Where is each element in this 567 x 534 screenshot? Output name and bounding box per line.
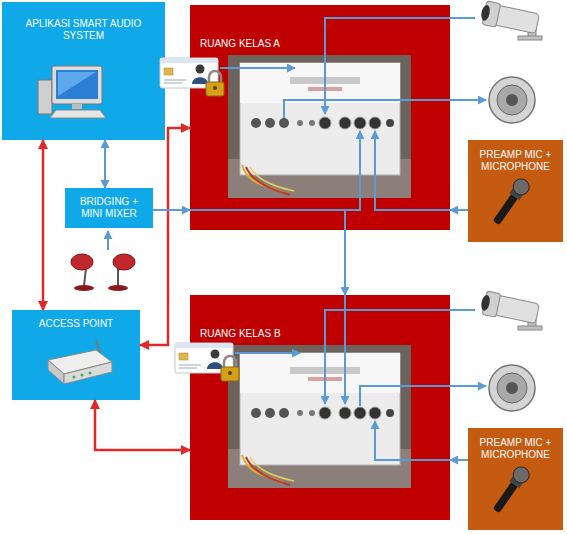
network-link [42,140,45,310]
network-link [140,128,190,345]
node-label: PREAMP MIC + MICROPHONE [470,149,561,173]
audio-link [104,140,106,188]
component-box: APLIKASI SMART AUDIO SYSTEM [2,2,165,140]
audio-link [450,209,468,211]
network-link [95,400,190,450]
node-label: APLIKASI SMART AUDIO SYSTEM [11,18,156,42]
node-label: BRIDGING + MINI MIXER [69,196,149,220]
component-box: BRIDGING + MINI MIXER [65,188,153,228]
node-label: RUANG KELAS B [200,328,320,340]
microphones-icon [71,254,135,291]
room-box: RUANG KELAS B [190,295,450,520]
component-box: PREAMP MIC + MICROPHONE [468,140,563,242]
room-box: RUANG KELAS A [190,5,450,230]
microphones-icon [71,254,93,270]
speaker-icon [489,77,535,123]
cctv-camera-icon [479,290,542,330]
node-label: ACCESS POINT [12,318,140,330]
microphones-icon [74,285,94,291]
microphones-icon [117,268,119,286]
microphones-icon [113,254,135,270]
component-box: PREAMP MIC + MICROPHONE [468,428,563,530]
microphones-icon [84,268,86,286]
component-box: ACCESS POINT [12,310,140,400]
cctv-camera-icon [479,0,542,40]
microphones-icon [108,285,128,291]
signal-wire [107,231,109,250]
node-label: RUANG KELAS A [200,38,320,50]
audio-link [450,459,468,461]
node-label: PREAMP MIC + MICROPHONE [470,437,561,461]
audio-link [153,209,190,211]
speaker-icon [489,365,535,411]
